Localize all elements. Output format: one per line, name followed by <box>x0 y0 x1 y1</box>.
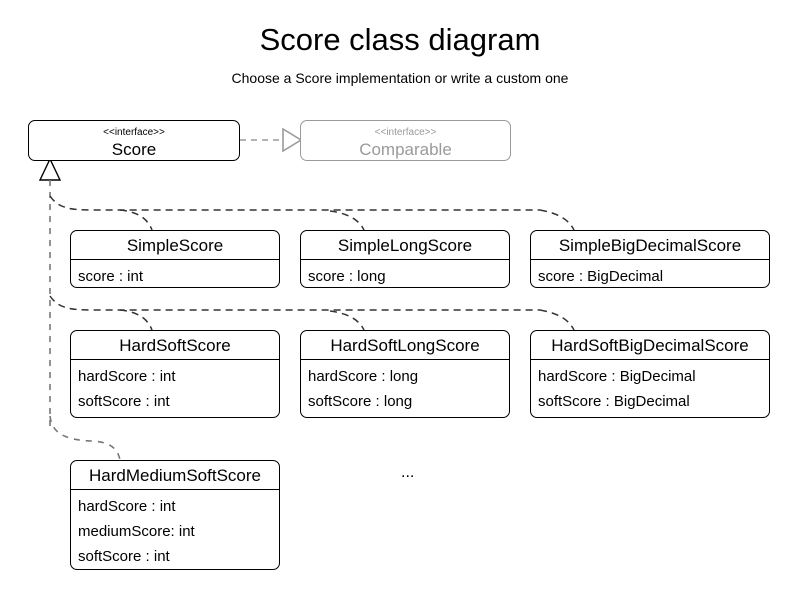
attribute-row: softScore : BigDecimal <box>538 393 690 410</box>
class-box-hard-soft-big-decimal-score[interactable]: HardSoftBigDecimalScore hardScore : BigD… <box>530 330 770 418</box>
class-attributes: score : long <box>301 260 509 287</box>
attribute-row: hardScore : int <box>78 498 176 515</box>
attribute-row: hardScore : long <box>308 368 419 385</box>
interface-box-comparable[interactable]: <<interface>> Comparable <box>300 120 511 161</box>
class-header: SimpleLongScore <box>301 231 509 260</box>
class-name-label: HardSoftLongScore <box>330 336 480 355</box>
attribute-row: mediumScore: int <box>78 523 195 540</box>
class-box-simple-big-decimal-score[interactable]: SimpleBigDecimalScore score : BigDecimal <box>530 230 770 288</box>
class-name-label: HardSoftScore <box>119 336 231 355</box>
class-name-label: HardSoftBigDecimalScore <box>551 336 749 355</box>
branch-row1-simple-big-decimal-score <box>539 209 575 231</box>
attribute-row: score : BigDecimal <box>538 268 664 285</box>
attribute-row: softScore : long <box>308 393 413 410</box>
branch-row1-simple-score <box>119 209 153 231</box>
attribute-row: score : long <box>308 268 386 285</box>
realization-score-to-comparable <box>240 127 303 153</box>
page-title: Score class diagram <box>259 22 541 57</box>
interface-name-label: Comparable <box>359 140 452 159</box>
stereotype-label: <<interface>> <box>103 127 165 138</box>
attribute-row: hardScore : BigDecimal <box>538 368 696 385</box>
attribute-row: softScore : int <box>78 548 170 565</box>
class-attributes: hardScore : long softScore : long <box>301 360 509 414</box>
class-name-label: SimpleScore <box>126 236 224 255</box>
class-box-hard-soft-long-score[interactable]: HardSoftLongScore hardScore : long softS… <box>300 330 510 418</box>
class-name-label: HardMediumSoftScore <box>89 466 261 485</box>
class-header: HardSoftBigDecimalScore <box>531 331 769 360</box>
interface-box-score[interactable]: <<interface>> Score <box>28 120 240 161</box>
class-attributes: score : BigDecimal <box>531 260 769 287</box>
class-attributes: hardScore : BigDecimal softScore : BigDe… <box>531 360 769 414</box>
realization-arrowhead <box>282 127 303 153</box>
branch-row2-hard-soft-big-decimal-score <box>539 309 575 331</box>
class-attributes: hardScore : int softScore : int <box>71 360 279 414</box>
class-header: HardSoftScore <box>71 331 279 360</box>
more-classes-indicator: ... <box>401 464 415 481</box>
class-attributes: score : int <box>71 260 279 287</box>
attribute-row: hardScore : int <box>78 368 176 385</box>
class-header: SimpleBigDecimalScore <box>531 231 769 260</box>
class-header: SimpleScore <box>71 231 279 260</box>
page-subtitle: Choose a Score implementation or write a… <box>231 70 569 86</box>
class-box-hard-soft-score[interactable]: HardSoftScore hardScore : int softScore … <box>70 330 280 418</box>
interface-header-comparable: <<interface>> Comparable <box>301 121 510 160</box>
class-name-label: SimpleBigDecimalScore <box>558 236 742 255</box>
branch-bus-row2 <box>49 295 540 311</box>
branch-row2-hard-soft-long-score <box>329 310 365 331</box>
interface-name-label: Score <box>111 140 157 159</box>
branch-row2-hard-soft-score <box>119 309 153 331</box>
class-header: HardSoftLongScore <box>301 331 509 360</box>
class-box-hard-medium-soft-score[interactable]: HardMediumSoftScore hardScore : int medi… <box>70 460 280 570</box>
attribute-row: softScore : int <box>78 393 170 410</box>
attribute-row: score : int <box>78 268 144 285</box>
branch-bus-row1 <box>49 195 540 211</box>
class-name-label: SimpleLongScore <box>337 236 473 255</box>
branch-row1-simple-long-score <box>329 210 365 231</box>
class-header: HardMediumSoftScore <box>71 461 279 490</box>
interface-header-score: <<interface>> Score <box>29 121 239 160</box>
class-box-simple-score[interactable]: SimpleScore score : int <box>70 230 280 288</box>
inheritance-triangle <box>38 157 62 181</box>
class-attributes: hardScore : int mediumScore: int softSco… <box>71 490 279 569</box>
stereotype-label: <<interface>> <box>374 127 437 138</box>
class-box-simple-long-score[interactable]: SimpleLongScore score : long <box>300 230 510 288</box>
branch-row3-hard-medium-soft-score <box>49 415 121 461</box>
